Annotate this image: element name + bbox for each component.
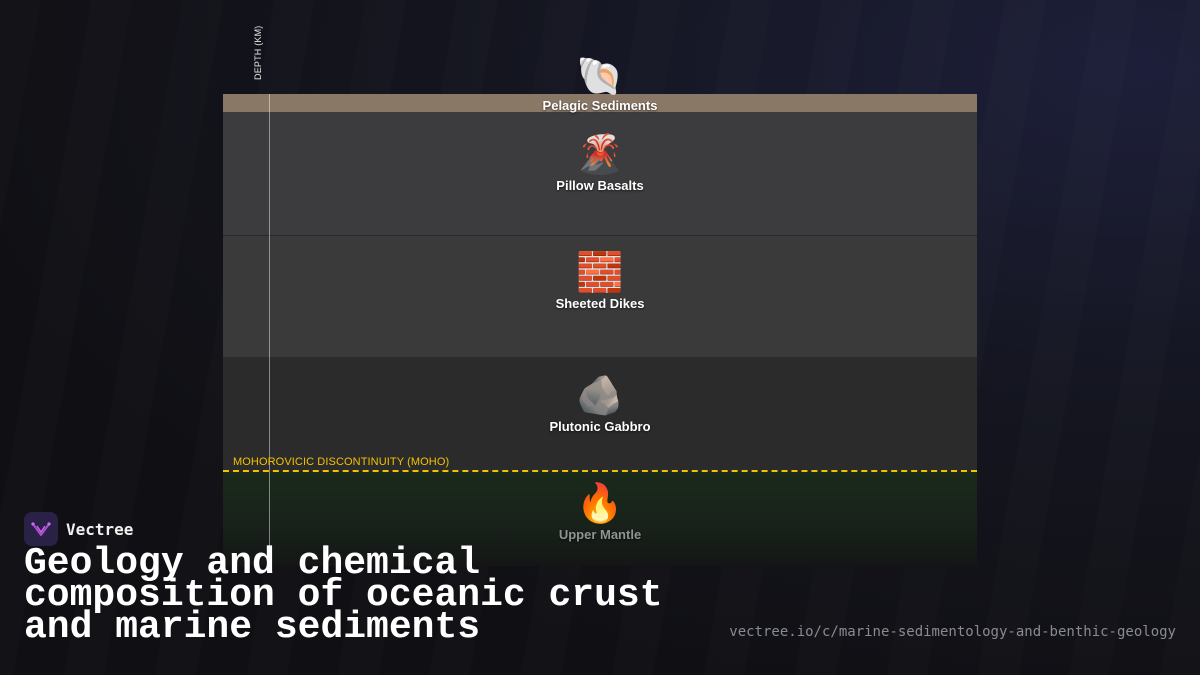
oceanic-crust-diagram: MOHOROVICIC DISCONTINUITY (MOHO) 🐚 Pelag… (223, 56, 977, 566)
item-sheeted-dikes: 🧱 Sheeted Dikes (223, 252, 977, 311)
volcano-icon: 🌋 (576, 132, 624, 176)
depth-axis-label: DEPTH (KM) (253, 25, 263, 81)
layer-label: Pillow Basalts (556, 178, 644, 193)
item-pelagic-sediments: 🐚 Pelagic Sediments (223, 56, 977, 113)
moho-label: MOHOROVICIC DISCONTINUITY (MOHO) (233, 456, 450, 468)
spiral-shell-icon: 🐚 (576, 54, 624, 98)
moho-boundary-line (223, 470, 977, 472)
layer-label: Upper Mantle (558, 527, 642, 542)
layer-label: Pelagic Sediments (542, 98, 658, 113)
rock-icon: 🪨 (576, 373, 624, 417)
layer-pillow-basalts (223, 112, 977, 236)
fire-icon: 🔥 (576, 481, 624, 525)
vectree-logo-icon (24, 512, 58, 546)
item-pillow-basalts: 🌋 Pillow Basalts (223, 134, 977, 193)
layer-sheeted-dikes (223, 236, 977, 358)
layer-label: Plutonic Gabbro (549, 419, 651, 434)
page-title: Geology and chemical composition of ocea… (24, 542, 663, 649)
brand-name: Vectree (66, 519, 134, 539)
brand: Vectree (24, 512, 133, 546)
layer-upper-mantle (223, 471, 977, 566)
layer-label: Sheeted Dikes (555, 296, 645, 311)
layer-pelagic-sediments (223, 94, 977, 112)
layer-plutonic-gabbro (223, 358, 977, 471)
item-upper-mantle: 🔥 Upper Mantle (223, 483, 977, 542)
depth-axis-line (269, 94, 270, 566)
source-url[interactable]: vectree.io/c/marine-sedimentology-and-be… (729, 624, 1176, 640)
brick-icon: 🧱 (576, 250, 624, 294)
item-plutonic-gabbro: 🪨 Plutonic Gabbro (223, 375, 977, 434)
